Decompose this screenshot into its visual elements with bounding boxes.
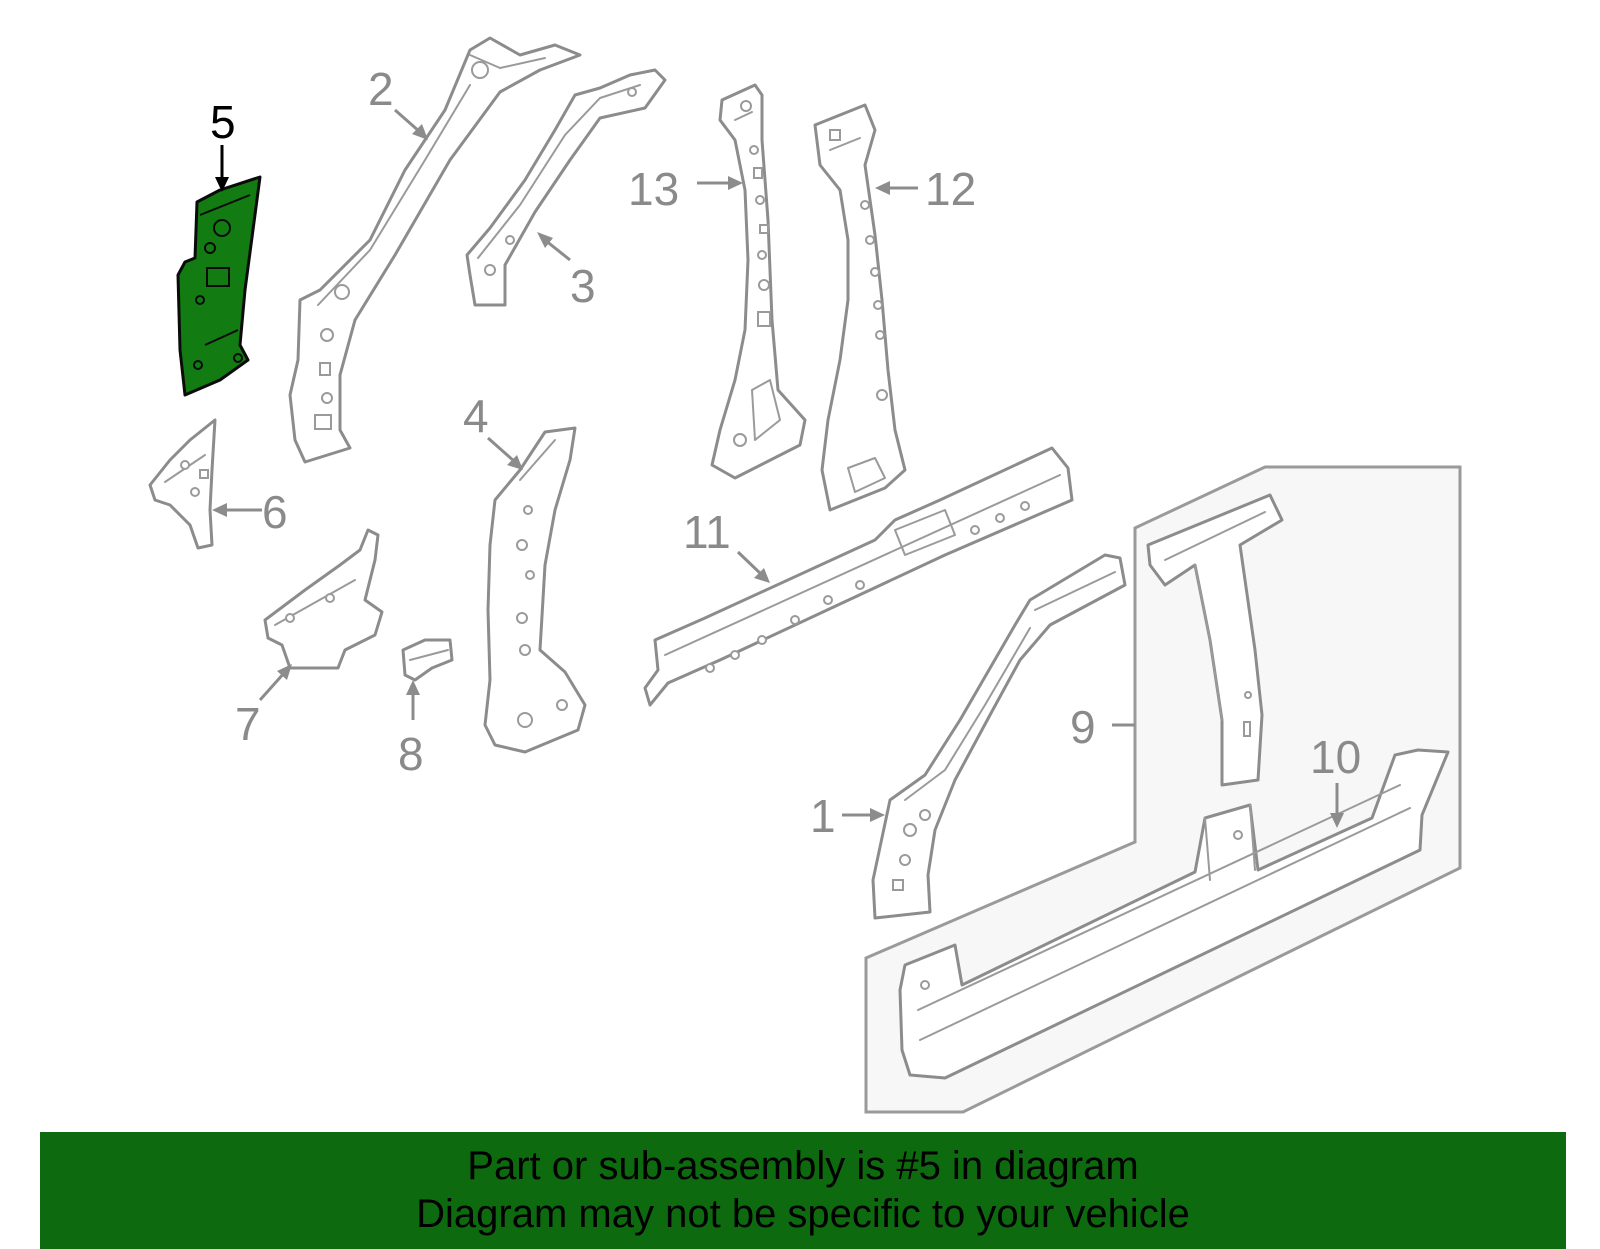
callout-9: 9: [1070, 701, 1096, 753]
part-9-b-pillar-assembly[interactable]: [1146, 493, 1284, 787]
leader-arrows: [212, 108, 1344, 828]
callout-2: 2: [368, 63, 394, 115]
part-6-bracket[interactable]: [148, 418, 217, 550]
callout-4: 4: [463, 390, 489, 442]
parts-diagram: 1 2 3 4 5 6 7 8 9 10 11 12 13: [148, 36, 1462, 1114]
part-1-outer-a-pillar[interactable]: [871, 553, 1127, 920]
part-11-side-sill-inner[interactable]: [643, 446, 1074, 707]
callout-12: 12: [925, 163, 976, 215]
callout-13: 13: [628, 163, 679, 215]
part-10-rocker-panel[interactable]: [898, 748, 1450, 1080]
part-3-front-pillar-inner[interactable]: [465, 68, 667, 307]
callout-3: 3: [570, 260, 596, 312]
callout-10: 10: [1310, 731, 1361, 783]
part-4-hinge-pillar[interactable]: [483, 426, 587, 754]
callout-11: 11: [683, 506, 731, 558]
part-12-center-pillar-outer[interactable]: [813, 103, 907, 512]
assembly-box-9: [864, 465, 1462, 1114]
part-7-lower-bracket[interactable]: [263, 528, 384, 670]
banner-line-1: Part or sub-assembly is #5 in diagram: [467, 1144, 1139, 1188]
part-8-clip[interactable]: [401, 638, 454, 682]
callout-6: 6: [262, 486, 288, 538]
callout-labels: 1 2 3 4 5 6 7 8 9 10 11 12 13: [210, 63, 1361, 842]
callout-5: 5: [210, 96, 236, 148]
callout-7: 7: [235, 698, 261, 750]
part-13-center-pillar-inner[interactable]: [710, 83, 807, 480]
part-5-highlighted[interactable]: [176, 175, 262, 397]
part-2-front-pillar-upper[interactable]: [288, 36, 582, 464]
callout-1: 1: [810, 790, 836, 842]
callout-8: 8: [398, 728, 424, 780]
info-banner: Part or sub-assembly is #5 in diagram Di…: [40, 1132, 1566, 1249]
banner-line-2: Diagram may not be specific to your vehi…: [416, 1192, 1190, 1236]
